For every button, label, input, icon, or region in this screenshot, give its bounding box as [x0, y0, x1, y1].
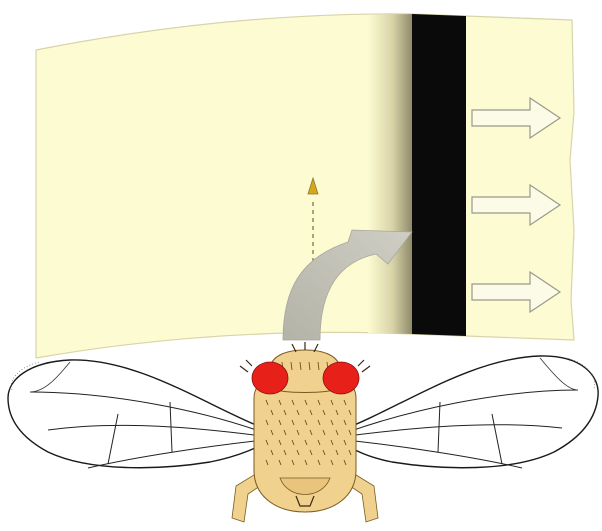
- fly-eye-left: [252, 362, 288, 394]
- vertical-stripe-icon: [412, 14, 466, 336]
- fly-eye-right: [323, 362, 359, 394]
- stripe-shadow: [368, 14, 412, 334]
